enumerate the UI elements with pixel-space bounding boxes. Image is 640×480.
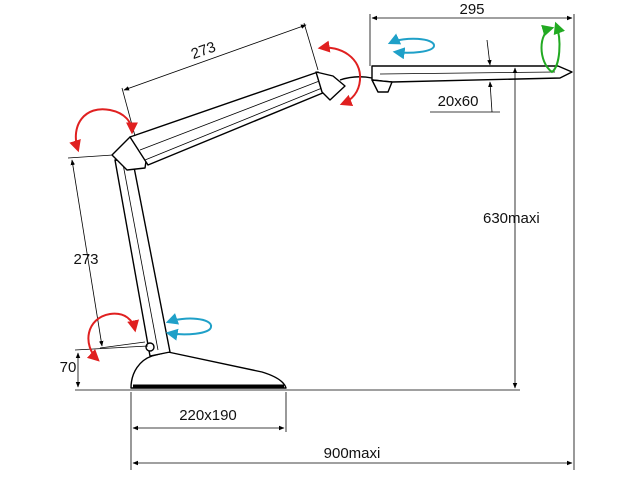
base-height-label: 70 <box>60 359 77 376</box>
head-rotate-arrow-icon <box>540 21 565 74</box>
lamp-drawing <box>111 65 573 389</box>
head-section-label: 20x60 <box>438 93 479 110</box>
max-reach-label: 900maxi <box>324 445 381 462</box>
head-swivel-arrow-icon <box>387 33 435 60</box>
upper-arm-length-label: 273 <box>189 39 218 64</box>
upper-joint-tilt-arrow-icon <box>317 40 362 107</box>
head-length-label: 295 <box>459 1 484 18</box>
upper-joint <box>315 71 346 101</box>
base-pivot <box>145 342 155 352</box>
lower-arm <box>114 159 171 357</box>
base-size-label: 220x190 <box>179 407 237 424</box>
base-swivel-arrow-icon <box>165 313 212 341</box>
max-height-label: 630maxi <box>483 210 540 227</box>
neck <box>339 75 373 81</box>
lower-arm-length-label: 273 <box>73 251 98 268</box>
motion-arrows <box>69 21 565 362</box>
elbow-tilt-arrow-icon <box>69 108 138 153</box>
base-tilt-arrow-icon <box>86 312 139 362</box>
upper-arm <box>129 71 331 166</box>
lamp-base <box>130 351 287 389</box>
dimension-labels: 273 273 295 20x60 630maxi 70 220x190 900… <box>60 1 540 462</box>
